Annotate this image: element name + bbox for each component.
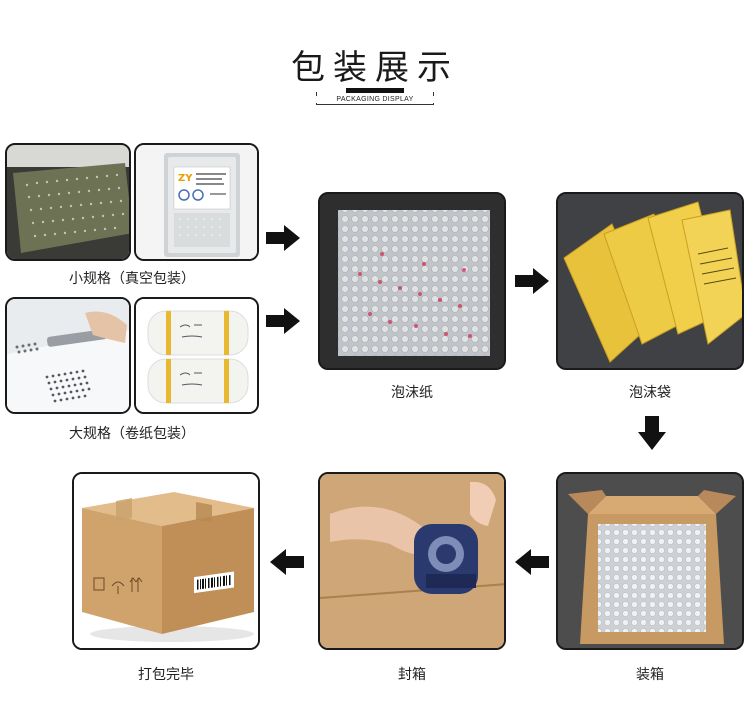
photo-bubble-envelopes [556, 192, 744, 370]
photo-rhinestone-tray [5, 143, 131, 261]
caption-small-spec: 小规格（真空包装） [69, 271, 195, 287]
arrow-right-icon [266, 225, 300, 251]
photo-box-packing [556, 472, 744, 650]
caption-bubble-paper: 泡沫纸 [391, 385, 433, 401]
photo-finished-carton [72, 472, 260, 650]
caption-bubble-bag: 泡沫袋 [629, 385, 671, 401]
page-title: 包装展示 [291, 48, 459, 88]
package-logo: ZY [178, 173, 193, 184]
caption-boxing: 装箱 [636, 667, 664, 683]
photo-box-sealing [318, 472, 506, 650]
caption-large-spec: 大规格（卷纸包装） [69, 426, 195, 442]
photo-paper-rolls [134, 297, 259, 414]
photo-rhinestone-sheet [5, 297, 131, 414]
arrow-right-icon [515, 268, 549, 294]
arrow-left-icon [515, 549, 549, 575]
photo-vacuum-package: ZY [134, 143, 259, 261]
arrow-left-icon [270, 549, 304, 575]
page-subtitle: PACKAGING DISPLAY [316, 96, 434, 103]
arrow-right-icon [266, 308, 300, 334]
caption-done: 打包完毕 [138, 667, 194, 683]
caption-sealing: 封箱 [398, 667, 426, 683]
subtitle-frame: PACKAGING DISPLAY [316, 88, 434, 106]
arrow-down-icon [638, 416, 666, 450]
photo-bubble-wrap [318, 192, 506, 370]
